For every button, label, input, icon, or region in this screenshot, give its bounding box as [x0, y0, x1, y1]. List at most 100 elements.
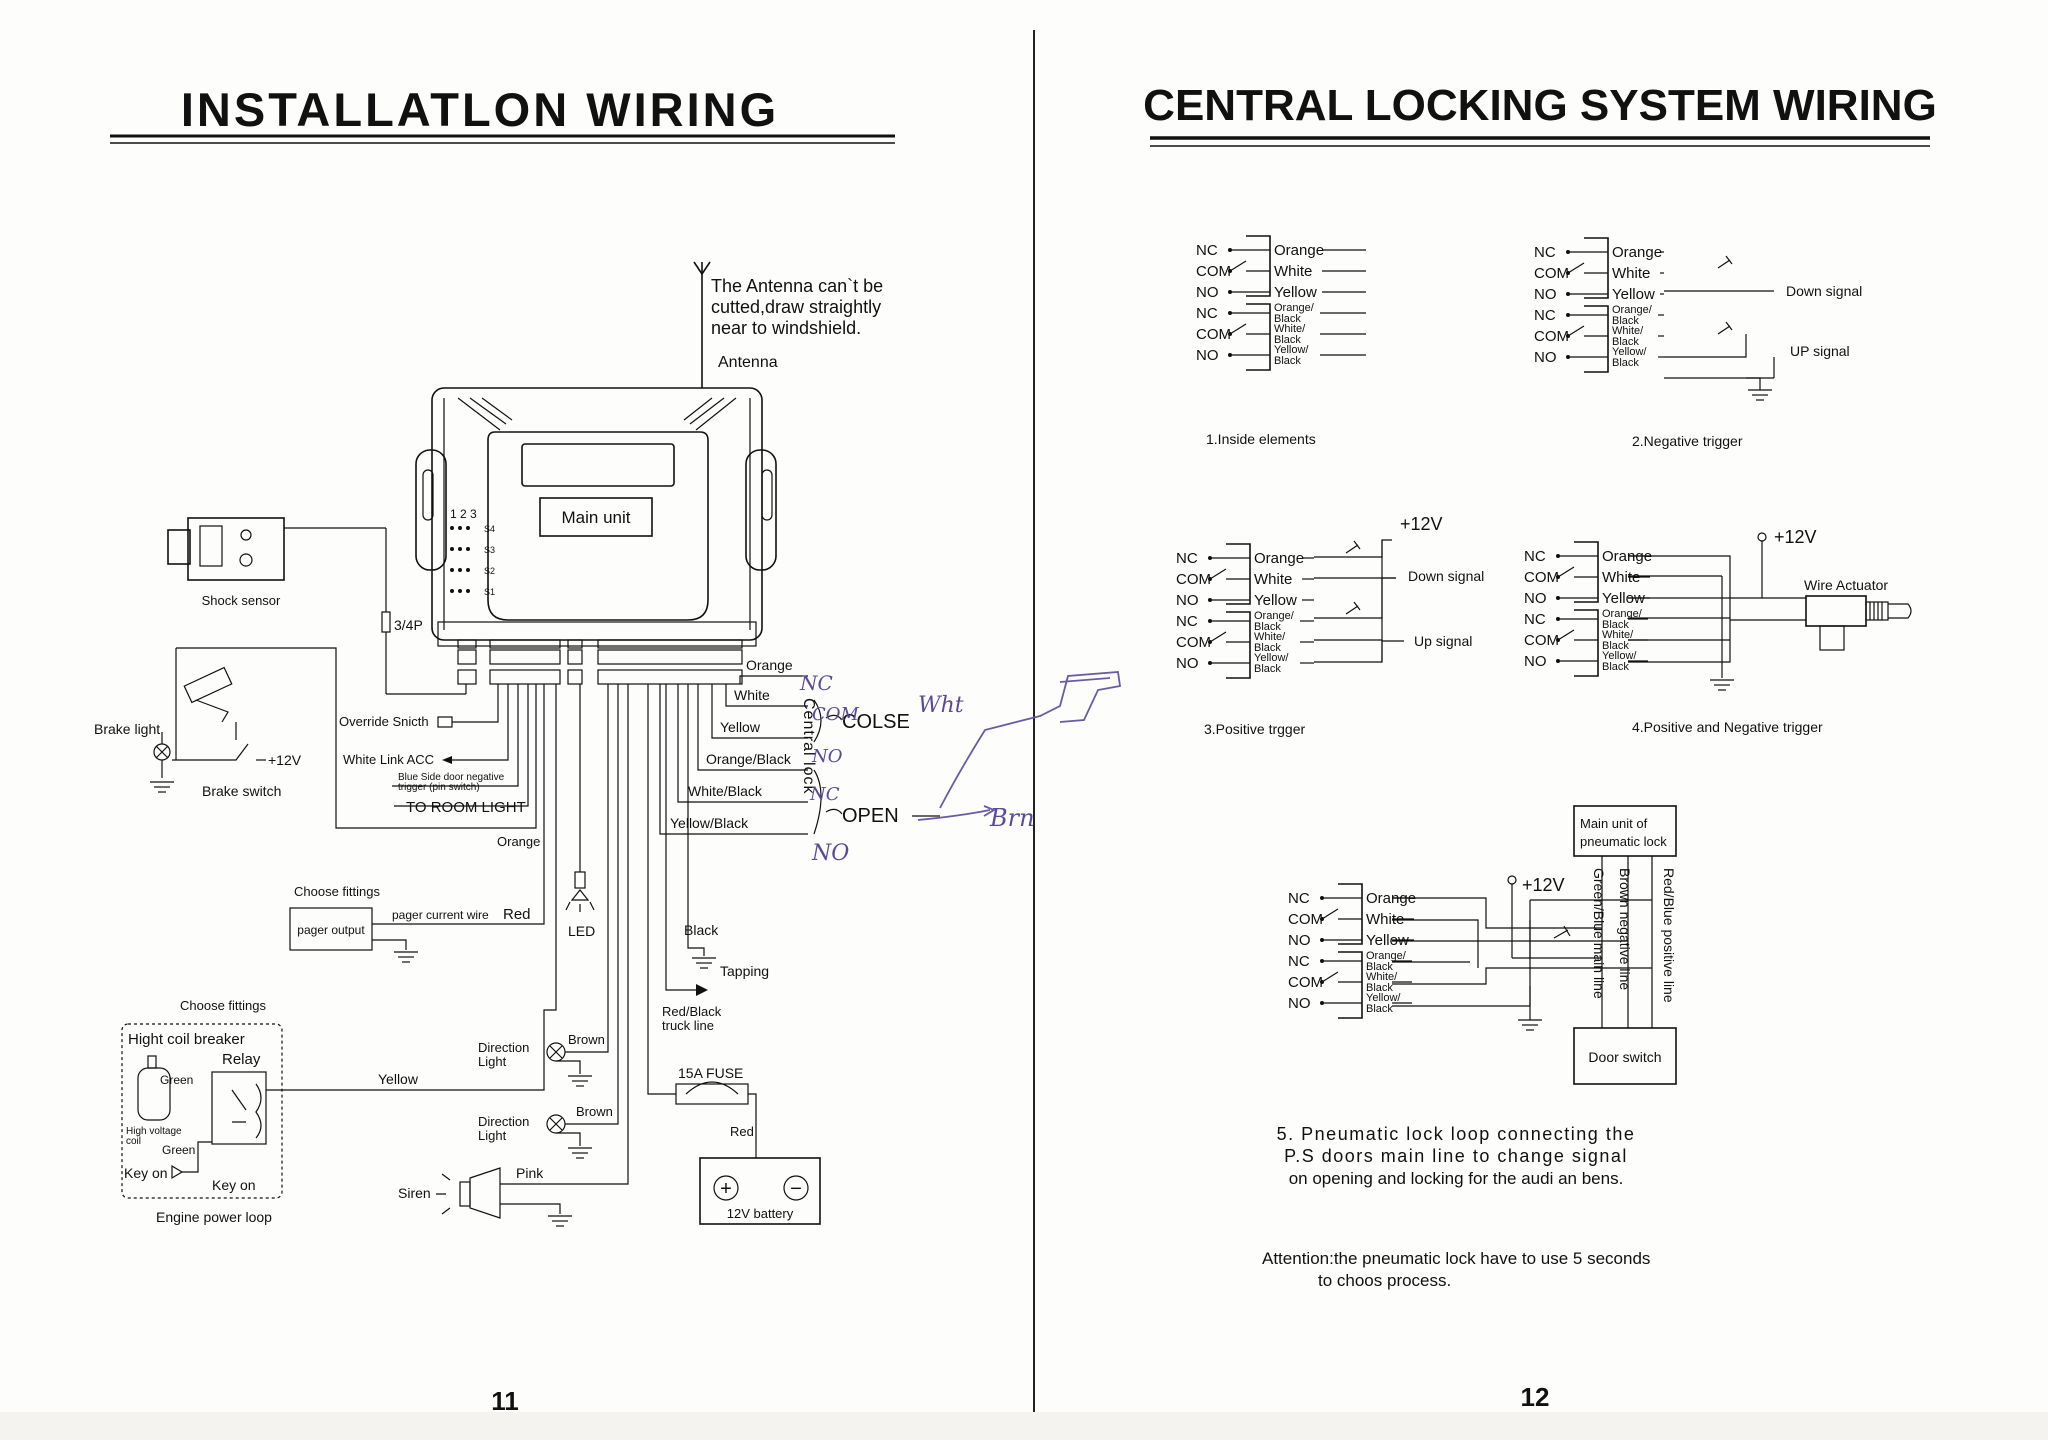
key-on-label-1: Key on: [124, 1165, 168, 1181]
caption-5-line-1: 5. Pneumatic lock loop connecting the: [1277, 1124, 1636, 1144]
wire-label-a: Orange/: [1612, 304, 1653, 316]
central-wire-label: Orange/Black: [706, 751, 792, 767]
attention-line-2: to choos process.: [1318, 1271, 1451, 1290]
dip-row-label: S3: [484, 545, 495, 555]
wire-label-b: Black: [1612, 336, 1639, 348]
relay-contact-label: COM: [1176, 634, 1211, 651]
central-wire-label: Yellow: [720, 719, 761, 735]
hv-coil-label-1: High voltage: [126, 1126, 182, 1137]
central-wire-label: White: [734, 687, 770, 703]
relay-contact-label: NO: [1176, 592, 1199, 609]
right-page: CENTRAL LOCKING SYSTEM WIRING NC OrangeCO…: [1143, 81, 1937, 1412]
relay-contact-label: COM: [1534, 328, 1569, 345]
relay-contact-label: NC: [1534, 244, 1556, 261]
central-wire-label: Orange: [746, 657, 793, 673]
wire-label-a: Orange/: [1366, 950, 1407, 962]
hand-no: NO: [811, 746, 843, 767]
room-light-label: TO ROOM LIGHT: [406, 799, 526, 816]
open-label: OPEN: [842, 805, 899, 827]
relay-contact-label: NC: [1196, 242, 1218, 259]
page-bottom-edge: [0, 1412, 2048, 1440]
relay-contact-label: COM: [1196, 326, 1231, 343]
hand-no-bottom: NO: [811, 841, 849, 866]
right-page-number: 12: [1521, 1382, 1550, 1412]
black-wire-label: Black: [684, 922, 719, 938]
coil-breaker-label: Hight coil breaker: [128, 1031, 245, 1048]
wire-label-b: Black: [1274, 313, 1301, 325]
power-wiring: Black Tapping Red/Black truck line 15A F…: [647, 684, 821, 1225]
wire-label: Orange: [1612, 244, 1662, 261]
main-unit-connectors: [457, 639, 743, 685]
wire-label-a: White/: [1602, 629, 1634, 641]
antenna: The Antenna can`t be cutted,draw straigh…: [693, 261, 883, 388]
relay-contact-label: COM: [1524, 632, 1559, 649]
yellow-wire-label: Yellow: [378, 1071, 419, 1087]
wire-label-b: Black: [1274, 355, 1301, 367]
red-blue-line-label: Red/Blue positive line: [1661, 868, 1677, 1003]
tapping-label: Tapping: [720, 963, 769, 979]
relay-contact-label: NC: [1176, 613, 1198, 630]
engine-power-loop: Choose fittings Hight coil breaker Relay…: [121, 684, 557, 1225]
wire-label-b: Black: [1366, 961, 1393, 973]
relay-contact-label: NC: [1288, 890, 1310, 907]
relay-contact-label: NC: [1524, 611, 1546, 628]
brown-label-1: Brown: [568, 1032, 605, 1047]
wire-label-a: White/: [1254, 631, 1286, 643]
brake-circuit: +12V Brake light Brake switch: [94, 647, 537, 829]
wire-label-a: Yellow/: [1366, 992, 1401, 1004]
dip-row-label: S1: [484, 587, 495, 597]
pneumatic-lock-diagram: Main unit of pneumatic lock Green/Blue m…: [1262, 805, 1677, 1290]
diag3-plus12v: +12V: [1400, 514, 1443, 534]
diagram-caption: 4.Positive and Negative trigger: [1632, 719, 1823, 735]
wire-label: Orange: [1274, 242, 1324, 259]
central-lock-vertical: Central lock: [800, 698, 817, 794]
central-wire-label: Yellow/Black: [670, 815, 749, 831]
antenna-note-line-3: near to windshield.: [711, 318, 861, 338]
direction-light-2-label-b: Light: [478, 1128, 507, 1143]
direction-lights-siren: Direction Light Brown Direction Light Br…: [398, 684, 629, 1227]
relay-contact-label: NO: [1524, 590, 1547, 607]
brown-line-label: Brown negative line: [1617, 868, 1633, 990]
led-label: LED: [568, 923, 595, 939]
wire-label: White: [1274, 263, 1312, 280]
right-page-title: CENTRAL LOCKING SYSTEM WIRING: [1143, 81, 1937, 130]
wire-label-b: Black: [1602, 619, 1629, 631]
brown-label-2: Brown: [576, 1104, 613, 1119]
battery-plus: +: [720, 1178, 732, 1200]
green-label-1: Green: [160, 1073, 193, 1087]
blue-side-door-label-2: trigger (pin switch): [398, 782, 480, 793]
wire-label-b: Black: [1366, 1003, 1393, 1015]
white-link-acc-label: White Link ACC: [343, 752, 434, 767]
wire-label-b: Black: [1366, 982, 1393, 994]
hand-com: COM: [812, 704, 860, 725]
battery-minus: −: [790, 1178, 802, 1200]
relay-contact-label: NO: [1196, 347, 1219, 364]
diag3-up-signal: Up signal: [1414, 633, 1472, 649]
diagram-caption: 3.Positive trgger: [1204, 721, 1305, 737]
brake-plus12v: +12V: [268, 752, 302, 768]
diag2-up-signal: UP signal: [1790, 343, 1850, 359]
wire-label: Yellow: [1366, 932, 1409, 949]
dip-row-label: S2: [484, 566, 495, 576]
wire-label: White: [1612, 265, 1650, 282]
wire-label: Yellow: [1274, 284, 1317, 301]
central-wire-label: White/Black: [688, 783, 763, 799]
relay-contact-label: COM: [1524, 569, 1559, 586]
attention-line-1: Attention:the pneumatic lock have to use…: [1262, 1249, 1650, 1268]
diagram-2-extras: Down signal UP signal: [1664, 255, 1862, 401]
wire-label-b: Black: [1612, 357, 1639, 369]
left-page-title: INSTALLATLON WIRING: [181, 83, 779, 136]
antenna-note-line-2: cutted,draw straightly: [711, 297, 881, 317]
wire-label-a: Orange/: [1274, 302, 1315, 314]
siren-label: Siren: [398, 1185, 431, 1201]
choose-fittings-relay: Choose fittings: [180, 998, 266, 1013]
relay-contact-label: NC: [1196, 305, 1218, 322]
diagram-4-extras: +12V Wire Actuator: [1628, 527, 1912, 691]
wire-label-b: Black: [1602, 640, 1629, 652]
diagram-caption: 2.Negative trigger: [1632, 433, 1743, 449]
left-page-number: 11: [491, 1386, 519, 1416]
wire-label: White: [1602, 569, 1640, 586]
relay-contact-label: COM: [1288, 911, 1323, 928]
